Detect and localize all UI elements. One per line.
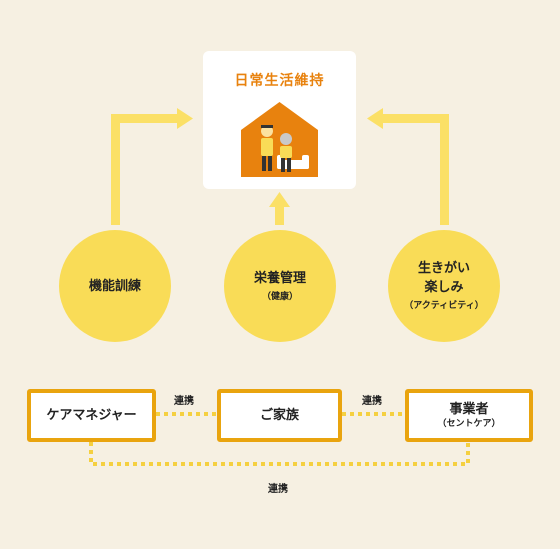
party-family: ご家族 <box>217 389 342 442</box>
house-family-icon <box>241 102 318 177</box>
pillar-activity: 生きがい 楽しみ （アクティビティ） <box>388 230 500 342</box>
arrow-left-to-goal <box>111 108 193 225</box>
party-provider-sub: （セントケア） <box>437 419 501 429</box>
pillar-nutrition-sub: （健康） <box>261 291 298 302</box>
goal-title: 日常生活維持 <box>234 73 325 89</box>
party-provider-label: 事業者 <box>449 402 489 417</box>
pillar-activity-sub: （アクティビティ） <box>404 301 484 311</box>
arrow-right-to-goal <box>367 108 449 225</box>
link-line-bottom <box>89 442 470 466</box>
party-provider: 事業者 （セントケア） <box>405 389 533 442</box>
pillar-functional-training: 機能訓練 <box>59 230 171 342</box>
pillar-nutrition-label: 栄養管理 <box>253 270 306 286</box>
link-dots <box>89 412 470 466</box>
pillar-activity-label-line2: 楽しみ <box>424 280 464 295</box>
party-care-manager-label: ケアマネジャー <box>46 408 137 423</box>
party-family-label: ご家族 <box>259 408 299 423</box>
party-care-manager: ケアマネジャー <box>27 389 156 442</box>
pillar-activity-label-line1: 生きがい <box>417 261 470 276</box>
link-label-bottom: 連携 <box>268 484 288 495</box>
link-label-right: 連携 <box>362 396 382 407</box>
link-label-left: 連携 <box>174 396 194 407</box>
pillar-nutrition: 栄養管理 （健康） <box>224 230 336 342</box>
pillar-functional-training-label: 機能訓練 <box>88 278 141 294</box>
arrow-center-to-goal <box>269 192 290 225</box>
